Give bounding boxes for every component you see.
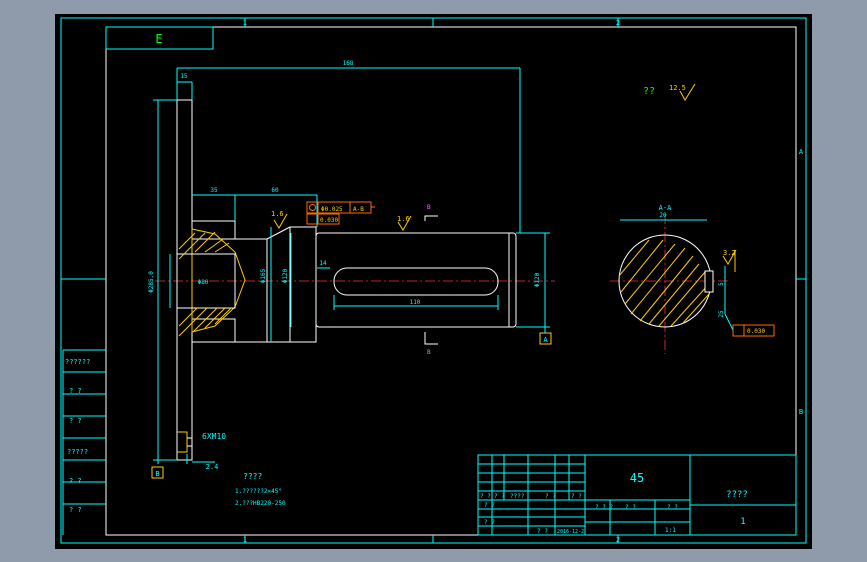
corner-label: E [155,32,162,46]
drawing-canvas: 1 2 1 2 A B E ?????? ? ? ? ? ????? ? ? ?… [60,17,807,544]
section-label: A-A [659,204,672,212]
border-mark-bottom-1: 1 [243,536,247,544]
tb-date: 2016-12-2 [557,529,584,535]
shaft-part [315,232,517,328]
tb-approve: ? ? [537,528,548,535]
tb-cell-5: ? ? [571,493,582,500]
outer-frame [60,17,807,544]
tb-material: 45 [630,471,644,485]
dim-section-key: 20 [659,212,667,219]
tech-notes-line2: 2.???HB220-250 [235,500,286,507]
dim-hub-dia: Φ165 [260,268,267,283]
border-mark-top-1: 1 [243,19,247,27]
corner-label-box [105,26,214,50]
cut-mark-bottom-label: B [427,349,431,356]
cut-mark-top [424,215,438,221]
dimension-lines [153,67,726,464]
key-slot [333,267,499,296]
border-mark-right-a: A [799,148,804,156]
roughness-symbols [273,83,737,272]
dim-shaft-dia: Φ120 [282,268,289,283]
thread-detail [177,431,192,453]
stamp-row-3: ? ? [69,417,82,425]
roughness-hub: 1.6 [271,210,284,218]
tb-cell-1: ? ? [480,493,491,500]
concentricity-value: Φ0.025 [321,206,343,213]
section-view [618,234,714,328]
dim-hub-length: 35 [210,187,218,194]
tech-notes-line1: 1.??????2×45° [235,488,282,495]
section-tolerance-value: 0.030 [747,328,765,335]
concentricity-frame [306,201,375,225]
dim-slot-length: 110 [410,299,421,306]
tech-notes-title: ???? [243,472,262,481]
concentricity-datum: A-B [353,206,364,213]
dim-step-length: 60 [271,187,279,194]
tb-cell-3: ???? [510,493,525,500]
stamp-row-4: ????? [67,448,88,456]
tb-weight: ? ? [625,504,636,511]
tb-drawing-name: ???? [726,490,748,500]
title-block [477,454,797,536]
datum-b-box [151,466,164,479]
tb-cell-2: ? ? [494,493,505,500]
stamp-row-6: ? ? [69,506,82,514]
dim-note-depth: 25 [718,310,725,318]
tb-scale: 1 [740,517,745,527]
flatness-value: 0.030 [320,217,338,224]
border-mark-top-2: 2 [616,19,620,27]
dim-flange-thickness: 15 [180,73,188,80]
section-tolerance-frame [732,324,775,337]
left-stamp-table: ?????? ? ? ? ? ????? ? ? ? ? [62,349,106,535]
cut-mark-top-label: B [427,204,431,211]
dim-keyway-depth: 5 [718,282,725,286]
stamp-row-1: ?????? [65,358,90,366]
roughness-keyway: 3.2 [723,249,736,257]
dim-bore: Φ80 [198,279,209,286]
tb-stage: ? ? ? [595,504,613,511]
tb-ratio: 1:1 [665,527,676,534]
dim-chamfer-depth: 2.4 [206,463,219,471]
inner-frame [105,26,797,536]
thread-note: 6XM10 [202,432,226,441]
border-mark-bottom-2: 2 [616,536,620,544]
drawing-sheet: 1 2 1 2 A B E ?????? ? ? ? ? ????? ? ? ?… [55,14,812,549]
cut-mark-bottom [424,332,438,345]
stamp-row-2: ? ? [69,387,82,395]
roughness-general-label: ?? [643,86,655,97]
dim-shaft-dia-right: Φ120 [534,272,541,287]
datum-a-label: A [543,336,548,344]
section-keyway [704,270,714,293]
dim-bolt-circle: Φ285.0 [148,271,155,293]
tb-design: ? ? [484,502,495,509]
roughness-shaft: 1.6 [397,215,410,223]
stamp-row-5: ? ? [69,477,82,485]
border-mark-right-b: B [799,408,803,416]
tb-cell-4: ? ? [545,493,556,500]
tb-sheet: ? ? [667,504,678,511]
datum-b-label: B [155,470,159,478]
tb-check: ? ? [484,519,495,526]
dim-overall-length: 168 [343,60,354,67]
roughness-default: 12.5 [669,84,686,92]
dim-slot-width: 14 [319,260,327,267]
